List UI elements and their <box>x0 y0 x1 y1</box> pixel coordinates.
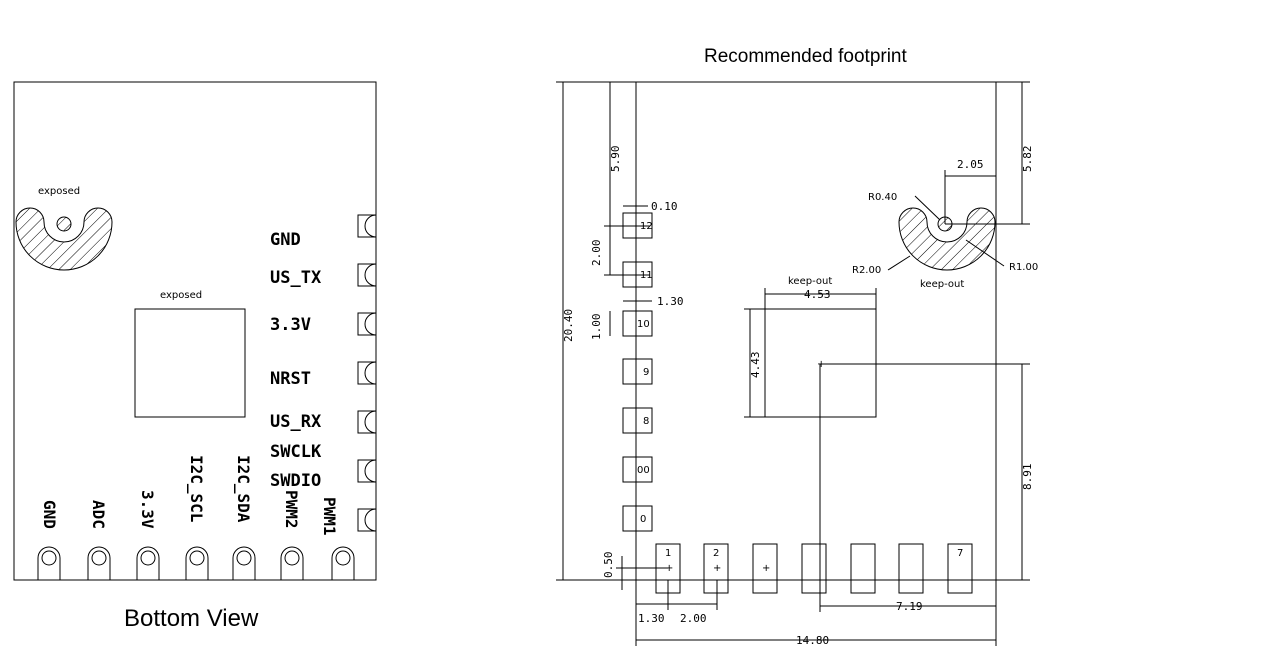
bottom-pad-hole <box>189 550 205 566</box>
bottom-pad-hole <box>41 550 57 566</box>
dim-label: 1.00 <box>590 314 603 341</box>
dim-label: 20.40 <box>562 309 575 342</box>
keepout-hole-label: keep-out <box>920 279 964 290</box>
bottom-pads <box>37 546 355 580</box>
bottom-fp-pad <box>752 543 778 594</box>
left-pad <box>622 407 653 434</box>
dim-label: 8.91 <box>1021 464 1034 491</box>
dim-label: 1.30 <box>657 295 684 308</box>
bottom-pin-label: PWM2 <box>282 490 301 529</box>
leader <box>914 195 941 221</box>
dim-label: 7.19 <box>896 600 923 613</box>
bottom-fp-pad <box>801 543 827 594</box>
radius-label: R1.00 <box>1009 262 1038 273</box>
bottom-pad <box>87 546 111 580</box>
bottom-pad <box>185 546 209 580</box>
bottom-fp-pad <box>703 543 729 594</box>
exposed-label-center: exposed <box>160 290 202 301</box>
bottom-pad <box>136 546 160 580</box>
left-pad-label: 8 <box>643 416 649 427</box>
bottom-view: exposed exposed GND US_TX 3.3V NRST US_R… <box>13 81 377 632</box>
left-pad-label: 9 <box>643 367 649 378</box>
leader <box>887 255 911 271</box>
bottom-pad-label: + <box>762 563 770 574</box>
footprint-view: Recommended footprint 12 11 10 9 8 00 0 <box>556 46 1038 647</box>
keepout-center-label: keep-out <box>788 276 832 287</box>
bottom-pad-label: 1 <box>665 548 671 559</box>
radius-label: R0.40 <box>868 192 897 203</box>
bottom-footprint-pads <box>655 543 973 594</box>
bottom-pin-label: PWM1 <box>320 497 339 536</box>
side-pin-label: 3.3V <box>270 315 311 335</box>
dim-label: 1.30 <box>638 612 665 625</box>
bottom-fp-pad <box>898 543 924 594</box>
left-pad <box>622 456 653 483</box>
footprint-title: Recommended footprint <box>704 46 907 67</box>
bottom-pad <box>331 546 355 580</box>
side-pad <box>357 214 377 238</box>
pad-center-mark: + <box>665 563 673 574</box>
bottom-pad-hole <box>236 550 252 566</box>
side-pad <box>357 410 377 434</box>
side-pad <box>357 263 377 287</box>
bottom-pin-label: I2C_SDA <box>234 455 253 523</box>
side-pad <box>357 508 377 532</box>
side-pad <box>357 459 377 483</box>
bottom-pad-label: 7 <box>957 548 963 559</box>
side-pin-label: NRST <box>270 369 311 389</box>
bottom-pad-hole <box>91 550 107 566</box>
side-pin-label: GND <box>270 230 301 250</box>
left-pad <box>622 358 653 385</box>
left-pad <box>622 310 653 337</box>
module-outline <box>13 81 377 581</box>
bottom-fp-pad <box>947 543 973 594</box>
left-pad-label: 00 <box>637 465 650 476</box>
side-pin-label: SWCLK <box>270 442 322 462</box>
dim-label: 0.50 <box>602 552 615 579</box>
exposed-hole <box>56 216 72 232</box>
bottom-pad-label: 2 <box>713 548 719 559</box>
left-pad-label: 0 <box>640 514 646 525</box>
bottom-pin-label: GND <box>40 500 59 529</box>
bottom-pad-hole <box>140 550 156 566</box>
dim-label: 2.00 <box>680 612 707 625</box>
pad-center-mark: + <box>713 563 721 574</box>
bottom-pad-hole <box>284 550 300 566</box>
dim-label: 2.00 <box>590 240 603 267</box>
side-pin-label: SWDIO <box>270 471 321 491</box>
left-pad-label: 10 <box>637 319 650 330</box>
bottom-pin-label: ADC <box>89 500 108 529</box>
bottom-pad <box>37 546 61 580</box>
bottom-pad <box>232 546 256 580</box>
dim-label: 5.82 <box>1021 146 1034 173</box>
dim-label: 14.80 <box>796 634 829 647</box>
bottom-pad-hole <box>335 550 351 566</box>
footprint-outline <box>635 81 997 581</box>
side-pad <box>357 312 377 336</box>
exposed-center-pad <box>134 308 246 418</box>
side-pin-label: US_RX <box>270 412 322 432</box>
dim-label: 5.90 <box>609 146 622 173</box>
leader <box>965 239 1005 267</box>
bottom-pin-label: 3.3V <box>138 490 157 529</box>
exposed-label-top: exposed <box>38 186 80 197</box>
bottom-view-title: Bottom View <box>124 605 259 632</box>
side-pad <box>357 361 377 385</box>
bottom-pin-label: I2C_SCL <box>187 455 206 522</box>
dim-label: 2.05 <box>957 158 984 171</box>
bottom-pad <box>280 546 304 580</box>
side-pads <box>357 214 377 532</box>
radius-label: R2.00 <box>852 265 881 276</box>
left-pad <box>622 505 653 532</box>
dim-label: 0.10 <box>651 200 678 213</box>
bottom-fp-pad <box>850 543 876 594</box>
dim-label: 4.43 <box>749 352 762 379</box>
exposed-half-ring <box>15 207 113 271</box>
dim-label: 4.53 <box>804 288 831 301</box>
side-pin-label: US_TX <box>270 268 322 288</box>
